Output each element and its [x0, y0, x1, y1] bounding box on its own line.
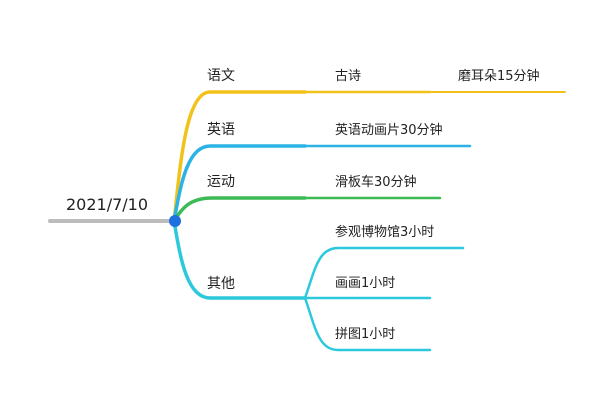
node-label-english-cartoon[interactable]: 英语动画片30分钟 [335, 123, 443, 138]
root-node-label[interactable]: 2021/7/10 [66, 195, 149, 214]
branch-label-chinese[interactable]: 语文 [207, 68, 235, 84]
node-label-moerduo[interactable]: 磨耳朵15分钟 [458, 69, 540, 84]
subbranch-line-museum [303, 246, 465, 300]
branch-label-english[interactable]: 英语 [207, 122, 235, 138]
branch-line-other [172, 219, 307, 300]
root-node-dot[interactable] [169, 215, 181, 227]
node-label-drawing[interactable]: 画画1小时 [335, 276, 396, 291]
branch-label-sports[interactable]: 运动 [207, 174, 235, 190]
node-label-gushi[interactable]: 古诗 [335, 69, 362, 84]
node-label-scooter[interactable]: 滑板车30分钟 [335, 175, 417, 190]
subbranch-line-puzzle [303, 296, 432, 352]
branch-line-english [172, 144, 307, 223]
node-label-puzzle[interactable]: 拼图1小时 [335, 327, 396, 342]
node-label-museum[interactable]: 参观博物馆3小时 [335, 225, 435, 240]
branch-line-sports [172, 196, 307, 223]
branch-label-other[interactable]: 其他 [207, 276, 235, 292]
